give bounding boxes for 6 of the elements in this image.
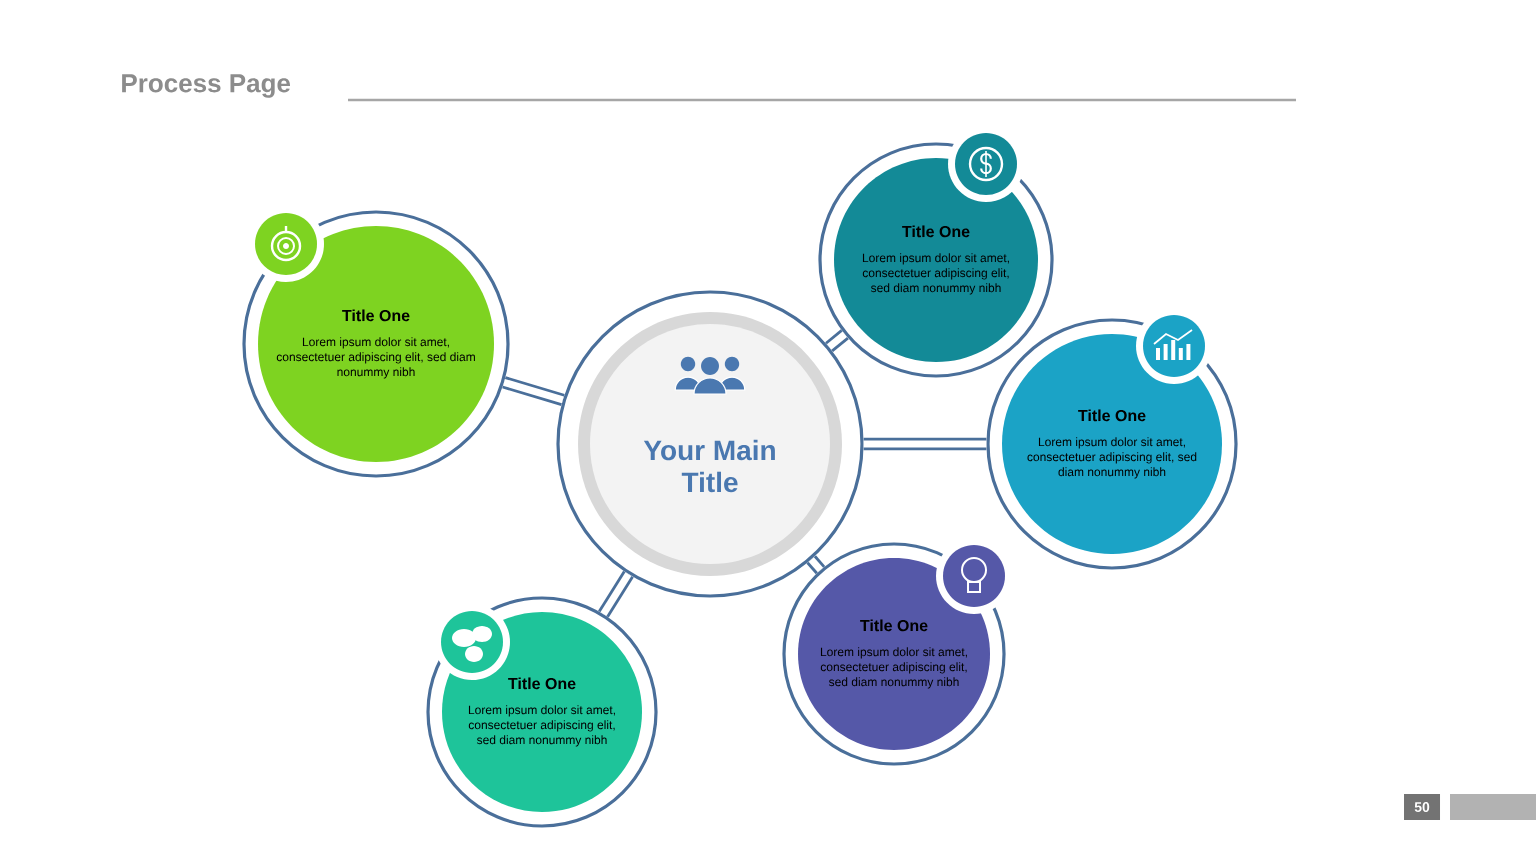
connector — [502, 376, 565, 406]
title: Process Page — [122, 74, 291, 98]
connector — [598, 570, 634, 618]
connector — [825, 329, 849, 352]
connector — [806, 555, 826, 575]
connector — [863, 437, 987, 451]
